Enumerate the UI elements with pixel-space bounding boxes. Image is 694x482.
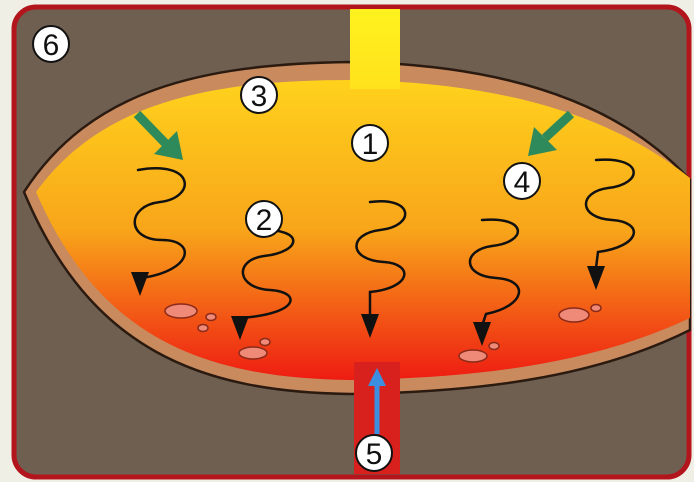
label-6: 6 xyxy=(33,26,69,62)
label-5-text: 5 xyxy=(366,438,383,471)
label-2-text: 2 xyxy=(256,204,273,237)
crystal-blob xyxy=(239,347,267,359)
crystal-blob xyxy=(459,350,487,362)
label-3-text: 3 xyxy=(251,80,268,113)
label-1-text: 1 xyxy=(362,128,379,161)
crystal-blob xyxy=(198,325,208,332)
label-4: 4 xyxy=(504,163,540,199)
label-1: 1 xyxy=(352,125,388,161)
upper-conduit xyxy=(350,9,400,89)
label-6-text: 6 xyxy=(43,29,60,62)
crystal-blob xyxy=(260,339,270,346)
crystal-blob xyxy=(489,343,499,350)
label-2: 2 xyxy=(246,201,282,237)
crystal-blob xyxy=(559,308,589,322)
label-3: 3 xyxy=(241,77,277,113)
label-5: 5 xyxy=(356,435,392,471)
label-4-text: 4 xyxy=(514,166,531,199)
crystal-blob xyxy=(206,314,216,321)
crystal-blob xyxy=(591,305,601,312)
crystal-blob xyxy=(165,304,197,318)
